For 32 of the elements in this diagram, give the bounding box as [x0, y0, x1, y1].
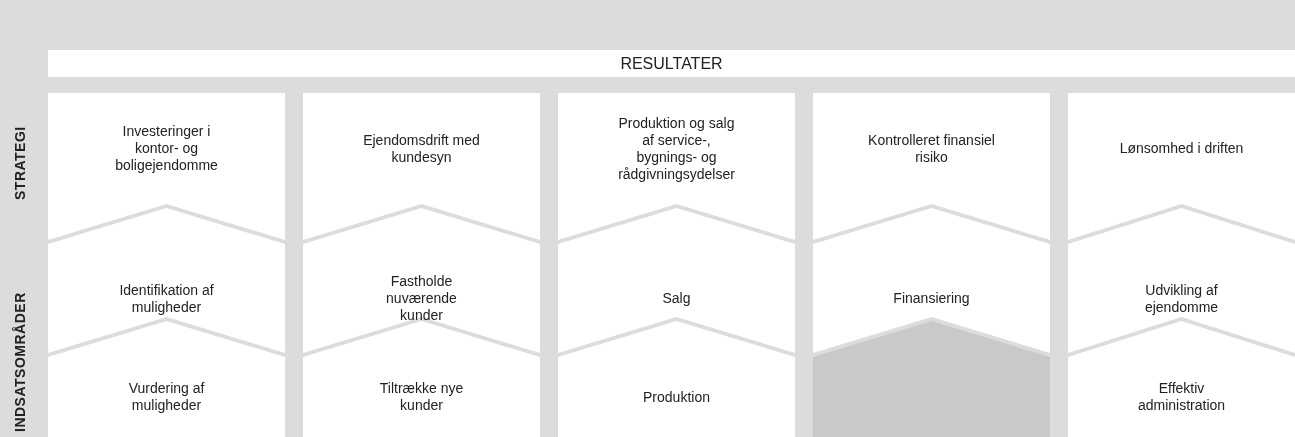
cell-text: Vurdering af muligheder — [127, 380, 206, 414]
cell-text: Identifikation af muligheder — [118, 281, 215, 316]
chevron-panel — [48, 321, 285, 437]
chevron-panel — [813, 208, 1050, 353]
cell-text: Tiltrække nye kunder — [378, 380, 465, 414]
side-label: INDSATSOMRÅDER — [12, 292, 28, 432]
cell-text: Udvikling af ejendomme — [1143, 281, 1220, 316]
chevron-panel — [48, 208, 285, 353]
cell-text: Salg — [662, 290, 691, 307]
header-band: RESULTATER — [48, 50, 1295, 77]
cell-text: Lønsomhed i driften — [1119, 140, 1244, 157]
chevron-panel — [303, 321, 540, 437]
cell-text: Investeringer i kontor- og boligejendomme — [114, 123, 219, 174]
chevron-panel — [1068, 208, 1295, 353]
cell-text: Effektiv administration — [1136, 380, 1227, 414]
chevron-panel — [1068, 93, 1295, 240]
chevron-panel — [1068, 321, 1295, 437]
chevron-panel — [48, 93, 285, 240]
cell-text: Produktion og salg af service-, bygnings- og rådgivningsydelser — [617, 114, 736, 183]
chevron-panel — [813, 93, 1050, 240]
chevron-panel — [303, 208, 540, 353]
cell-text: Finansiering — [893, 290, 970, 307]
chevron-panel — [303, 93, 540, 240]
chevron-panel — [558, 93, 795, 240]
cell-text: Kontrolleret finansiel risiko — [867, 131, 996, 166]
side-label: STRATEGI — [12, 126, 28, 200]
chevron-panel — [558, 208, 795, 353]
chevron-panel — [558, 321, 795, 437]
cell-text: Ejendomsdrift med kundesyn — [362, 131, 481, 166]
cell-text: Produktion — [643, 388, 710, 406]
chevron-shape — [813, 321, 1050, 437]
cell-text: Fastholde nuværende kunder — [385, 273, 458, 324]
